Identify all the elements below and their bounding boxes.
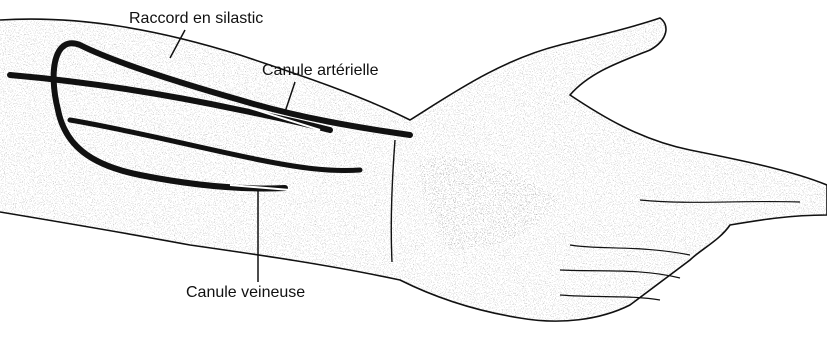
label-canule-arterielle: Canule artérielle <box>262 62 379 80</box>
label-canule-veineuse: Canule veineuse <box>186 284 305 302</box>
label-raccord-silastic: Raccord en silastic <box>129 10 263 28</box>
